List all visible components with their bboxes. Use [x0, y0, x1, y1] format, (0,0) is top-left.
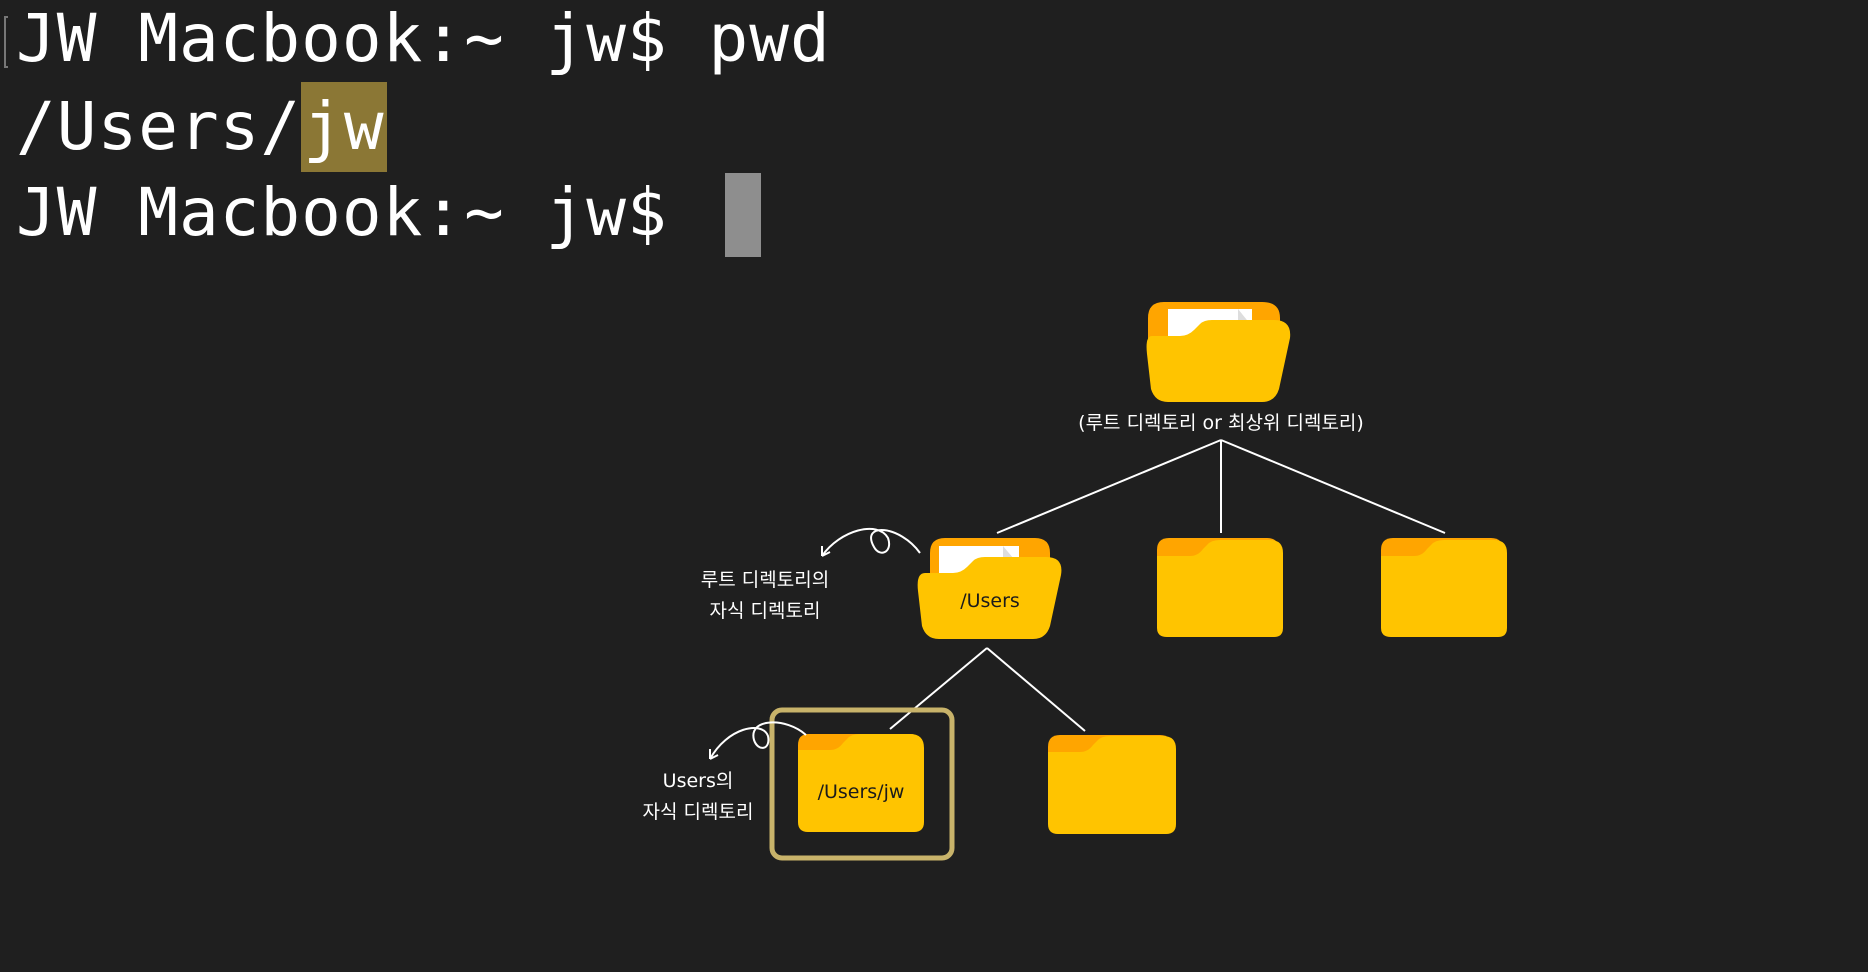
- jw-sibling-folder-icon: [1048, 735, 1176, 834]
- terminal-line-prompt[interactable]: JW Macbook:~ jw$: [16, 168, 761, 258]
- middle-folder-icon: [1157, 538, 1283, 637]
- connector-root-to-users: [996, 439, 1222, 534]
- root-directory-label: (루트 디렉토리 or 최상위 디렉토리): [1078, 412, 1364, 434]
- prompt-text: JW Macbook:~ jw$: [16, 174, 709, 251]
- annotation-root-child-line2: 자식 디렉토리: [709, 600, 821, 622]
- annotation-arrow-root-child: [821, 528, 921, 557]
- connector-users-to-jw: [889, 647, 988, 730]
- scroll-marker: [4, 16, 8, 68]
- terminal-line-output: /Users/jw: [16, 82, 387, 172]
- tree-connector-lines: [889, 439, 1446, 732]
- output-path-highlight: jw: [301, 82, 387, 172]
- connector-users-to-sibling: [986, 647, 1086, 732]
- jw-folder-label: /Users/jw: [817, 781, 905, 803]
- users-folder-label: /Users: [960, 590, 1020, 612]
- connector-root-to-right: [1220, 439, 1446, 534]
- annotation-arrow-users-child: [709, 721, 807, 760]
- text-cursor: [724, 172, 761, 257]
- selection-frame: [769, 707, 955, 861]
- terminal-window[interactable]: JW Macbook:~ jw$ pwd /Users/jw JW Macboo…: [0, 0, 1868, 300]
- right-folder-icon: [1381, 538, 1507, 637]
- annotation-users-child-line1: Users의: [662, 770, 734, 792]
- root-folder-icon: [1146, 302, 1291, 402]
- jw-folder-icon: [798, 734, 924, 832]
- output-path-prefix: /Users/: [16, 88, 302, 165]
- annotation-root-child-line1: 루트 디렉토리의: [700, 569, 830, 591]
- annotation-users-child-line2: 자식 디렉토리: [642, 801, 754, 823]
- terminal-line-command-pwd: JW Macbook:~ jw$ pwd: [16, 0, 831, 77]
- users-folder-icon: [917, 538, 1062, 639]
